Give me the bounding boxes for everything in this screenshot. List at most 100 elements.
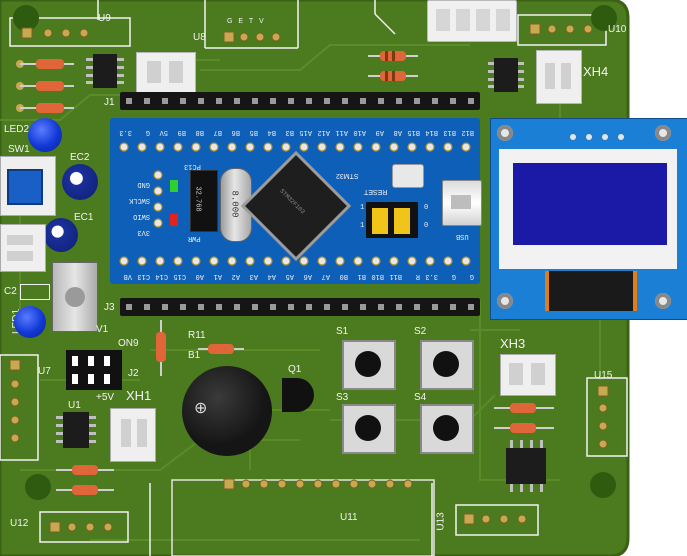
u8-header xyxy=(222,30,286,44)
oled-top-pads xyxy=(567,129,627,140)
j3-label: J3 xyxy=(104,302,115,313)
led2-label: LED2 xyxy=(4,124,30,135)
top-pin-label: B8 xyxy=(195,128,204,136)
top-connector[interactable] xyxy=(427,0,517,42)
bottom-pin-label: C14 xyxy=(155,272,168,280)
stm32-mcu: STM32F103 xyxy=(245,155,347,257)
s3-label: S3 xyxy=(336,392,349,403)
boot1-jumper[interactable] xyxy=(394,208,410,234)
resistors-bottom-left xyxy=(56,460,114,500)
usb-connector[interactable] xyxy=(442,180,482,226)
top-pin-label: B7 xyxy=(213,128,222,136)
rtc-crystal: 32.768 xyxy=(190,170,218,232)
u7-label: U7 xyxy=(38,366,51,377)
s1-label: S1 xyxy=(336,326,349,337)
bottom-pin-label: A0 xyxy=(195,272,204,280)
switch-s3[interactable] xyxy=(342,404,396,454)
voltage-regulator xyxy=(52,262,98,332)
j1-header xyxy=(120,92,480,110)
u7-header xyxy=(8,358,22,454)
mount-hole xyxy=(497,125,513,141)
bottom-pin-label: C15 xyxy=(173,272,186,280)
bottom-pin-label: 3.3 xyxy=(425,272,438,280)
mount-hole xyxy=(655,293,671,309)
swd-pin-label: SWIO xyxy=(133,212,150,220)
u8-pin-labels: G E T V xyxy=(227,18,266,25)
bottom-pin-label: A3 xyxy=(249,272,258,280)
pc13-led xyxy=(170,180,178,192)
resistors-top-center xyxy=(368,48,418,84)
xh4-label: XH4 xyxy=(583,64,609,79)
ec1-label: EC1 xyxy=(74,212,94,223)
u11-pads xyxy=(222,474,413,494)
xh4-connector[interactable] xyxy=(536,50,582,104)
jumper-label: 0 xyxy=(424,204,429,212)
boot0-jumper[interactable] xyxy=(372,208,388,234)
top-pin-label: A12 xyxy=(317,128,330,136)
q1-label: Q1 xyxy=(288,364,302,375)
pwr-label: PWR xyxy=(188,234,201,242)
boot-jumpers[interactable] xyxy=(366,202,418,238)
power-switch-knob[interactable] xyxy=(7,169,43,205)
soic-chip-bottom-right xyxy=(506,440,546,492)
u8-label: U8 xyxy=(193,32,206,43)
stm32-bluepill-board: B12 B13 B14 B15 A8 A9 A10 A11 A12 A15 B3… xyxy=(110,118,482,284)
switch-s4[interactable] xyxy=(420,404,474,454)
s2-label: S2 xyxy=(414,326,427,337)
bottom-pin-label: B10 xyxy=(371,272,384,280)
bottom-pin-label: A4 xyxy=(267,272,276,280)
swd-pin-label: GND xyxy=(137,180,150,188)
swd-pin-label: 3V3 xyxy=(137,228,150,236)
capacitor-ec1 xyxy=(44,218,78,252)
top-pin-label: B5 xyxy=(249,128,258,136)
top-pin-label: A8 xyxy=(393,128,402,136)
pwr-led xyxy=(170,214,178,226)
connector-left-power[interactable] xyxy=(0,224,46,272)
j2-jumper-block[interactable] xyxy=(66,350,122,390)
transistor-q1 xyxy=(282,378,314,412)
top-pin-label: B6 xyxy=(231,128,240,136)
switch-s2[interactable] xyxy=(420,340,474,390)
power-switch[interactable] xyxy=(0,156,56,216)
u15-label: U15 xyxy=(594,370,613,381)
j1-label: J1 xyxy=(104,97,115,108)
bottom-pin-label: R xyxy=(415,272,420,280)
top-pin-label: 5V xyxy=(159,128,168,136)
u15-header xyxy=(596,384,610,454)
bottom-pin-label: B1 xyxy=(357,272,366,280)
oled-screen xyxy=(513,163,667,245)
oled-flex-cable xyxy=(545,271,637,311)
bottom-pin-label: VB xyxy=(123,272,132,280)
r11-label: R11 xyxy=(188,330,206,341)
plus5v-label: +5V xyxy=(96,392,115,403)
j3-header xyxy=(120,298,480,316)
xh1-connector[interactable] xyxy=(110,408,156,462)
top-pin-label: A9 xyxy=(375,128,384,136)
mcu-marking: STM32F103 xyxy=(278,187,307,216)
s4-label: S4 xyxy=(414,392,427,403)
reset-label: RESET xyxy=(364,188,388,195)
bluepill-top-labels: B12 B13 B14 B15 A8 A9 A10 A11 A12 A15 B3… xyxy=(118,124,474,136)
rtc-crystal-label: 32.768 xyxy=(193,186,202,212)
bottom-pin-label: G xyxy=(451,272,456,280)
top-pin-label: A11 xyxy=(335,128,348,136)
jumper-label: 1 xyxy=(360,204,365,212)
soic-chip-top-left xyxy=(86,54,124,88)
connector-top-left[interactable] xyxy=(136,52,196,94)
switch-s1[interactable] xyxy=(342,340,396,390)
mount-hole xyxy=(655,125,671,141)
stm32-label: STM32 xyxy=(336,172,359,179)
j2-label: J2 xyxy=(128,368,139,379)
oled-module xyxy=(490,118,687,320)
reset-button[interactable] xyxy=(392,164,424,188)
xh3-connector[interactable] xyxy=(500,354,556,396)
soic-chip-top-right xyxy=(488,58,524,92)
swd-pin-label: SWCLK xyxy=(128,196,150,204)
bottom-pin-label: A7 xyxy=(321,272,330,280)
jumper-label: 0 xyxy=(424,222,429,230)
top-pin-label: B3 xyxy=(285,128,294,136)
u12-header xyxy=(48,520,118,534)
u1-label: U1 xyxy=(68,400,81,411)
top-pin-label: 3.3 xyxy=(119,128,132,136)
bottom-pin-label: A5 xyxy=(285,272,294,280)
